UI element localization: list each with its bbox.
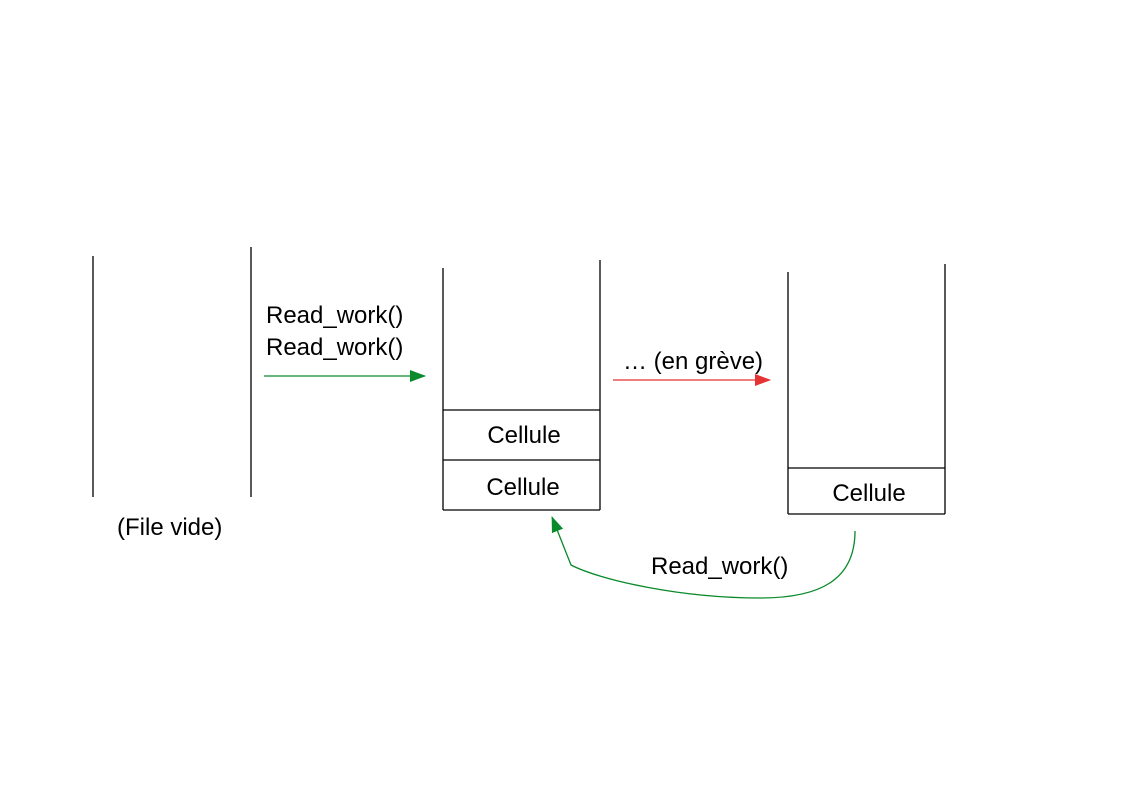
queue-two-cell-top: Cellule (487, 422, 560, 449)
queue-one-cell: Cellule (787, 264, 946, 515)
queue-empty-caption: (File vide) (117, 514, 222, 541)
transition-2-label: … (en grève) (623, 348, 763, 375)
transition-1-label-line1: Read_work() (266, 302, 403, 329)
queue-empty: (File vide) (92, 247, 252, 541)
transition-1: Read_work() Read_work() (264, 302, 426, 382)
transition-back: Read_work() (551, 516, 856, 599)
queue-one-cell: Cellule (832, 480, 905, 507)
transition-back-arrow (551, 516, 856, 599)
queue-two-cell-bottom: Cellule (486, 474, 559, 501)
transition-2: … (en grève) (613, 348, 771, 386)
transition-1-label-line2: Read_work() (266, 334, 403, 361)
transition-back-label: Read_work() (651, 553, 788, 580)
queue-two-cells: Cellule Cellule (442, 260, 601, 511)
